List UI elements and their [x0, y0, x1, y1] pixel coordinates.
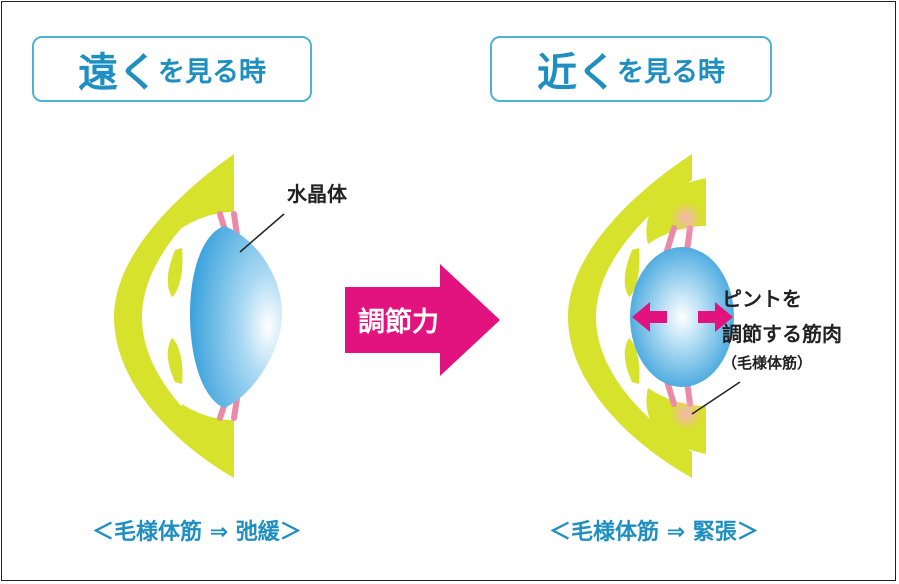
- lens-leader-line: [239, 213, 285, 253]
- caption-tense: ＜毛様体筋 ⇒ 緊張＞: [549, 520, 759, 545]
- eye-wall-right: [568, 154, 692, 478]
- iris-lower-right: [624, 338, 640, 384]
- eye-tense: [568, 154, 741, 478]
- lens-right: [630, 247, 734, 387]
- accommodation-label: 調節力: [358, 307, 439, 338]
- ciliary-glow-bottom: [670, 398, 702, 430]
- muscle-label-line3: （毛様体筋）: [722, 354, 813, 372]
- iris-upper-right: [624, 248, 640, 297]
- caption-relaxed: ＜毛様体筋 ⇒ 弛緩＞: [92, 520, 302, 545]
- title-far-small: を見る時: [158, 56, 266, 88]
- title-far-viewing: 遠くを見る時: [32, 36, 312, 102]
- ciliary-glow-top: [670, 202, 702, 234]
- lens-left: [190, 226, 282, 408]
- title-near-small: を見る時: [617, 56, 725, 88]
- iris-upper-left: [167, 248, 183, 297]
- accommodation-arrow: [345, 264, 500, 376]
- muscle-label-line1: ピントを: [722, 287, 802, 311]
- title-near-viewing: 近くを見る時: [490, 36, 772, 102]
- title-near-big: 近く: [537, 50, 617, 96]
- eye-relaxed: [114, 154, 285, 478]
- muscle-label-line2: 調節する筋肉: [722, 322, 842, 346]
- tension-arrow-right: [698, 302, 733, 332]
- tension-arrows: [632, 302, 733, 332]
- iris-lower-left: [167, 338, 183, 384]
- lens-label: 水晶体: [287, 182, 347, 206]
- tension-arrow-left: [632, 302, 667, 332]
- muscle-leader-line: [691, 381, 741, 415]
- ciliary-upper-left: [181, 178, 234, 228]
- eye-wall-left: [114, 154, 234, 478]
- ciliary-lower-left: [181, 404, 234, 454]
- title-far-big: 遠く: [78, 50, 158, 96]
